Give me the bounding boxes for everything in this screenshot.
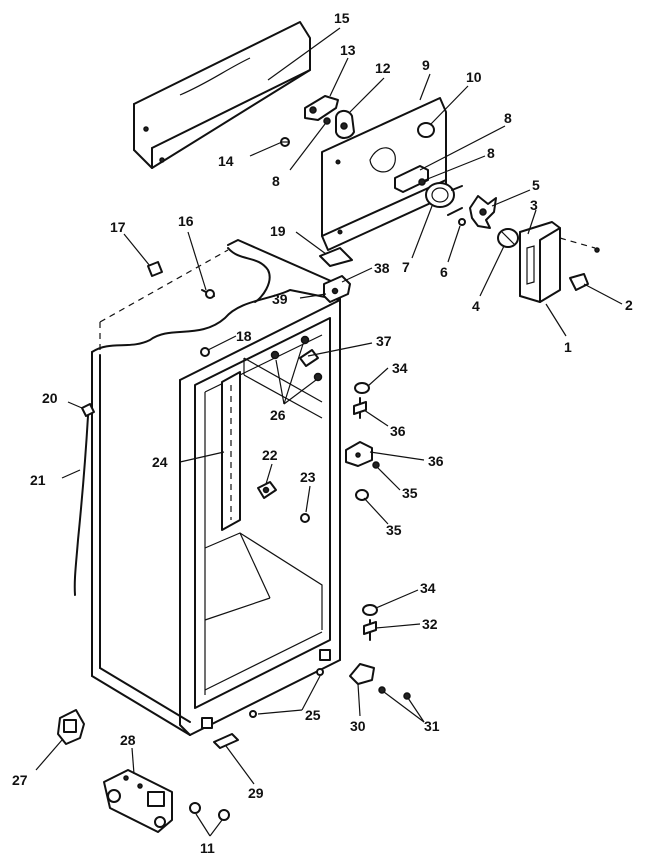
callout-15: 14 — [218, 153, 234, 169]
latch-23 — [257, 481, 277, 499]
callout-6: 6 — [440, 264, 448, 280]
callout-16: 15 — [334, 10, 350, 26]
pin-38 — [353, 397, 367, 419]
bottom-hinge-bracket-29 — [103, 769, 173, 833]
callout-22: 21 — [30, 472, 46, 488]
plug-18 — [147, 261, 163, 277]
screw-32a — [378, 686, 386, 694]
callout-8-upper: 8 — [272, 173, 280, 189]
screw-26b — [316, 668, 324, 676]
callout-38: 36 — [390, 423, 406, 439]
light-bracket — [304, 95, 339, 121]
screw-24 — [300, 513, 310, 523]
bushing-12b — [218, 809, 230, 821]
drain-tube — [73, 403, 95, 596]
callout-20: 19 — [270, 223, 286, 239]
screw-17 — [201, 289, 215, 299]
bottom-hinge-31 — [349, 663, 375, 685]
screw-15 — [280, 137, 290, 147]
plug-19 — [200, 347, 210, 357]
cap-34-lower — [362, 604, 378, 616]
callout-36: 36 — [428, 453, 444, 469]
callout-33: 32 — [422, 616, 438, 632]
bushing-12a — [189, 802, 201, 814]
callout-28: 27 — [12, 772, 28, 788]
callout-37: 35 — [402, 485, 418, 501]
callout-35: 35 — [386, 522, 402, 538]
callout-labels: 15 13 12 9 10 8 14 8 8 5 3 19 16 17 38 7… — [12, 10, 633, 856]
callout-26: 25 — [305, 707, 321, 723]
roller-28 — [57, 709, 85, 745]
light-switch — [569, 273, 589, 291]
callout-4: 4 — [472, 298, 480, 314]
fan-shaft — [447, 207, 466, 226]
screw-26a — [249, 710, 257, 718]
callout-19: 18 — [236, 328, 252, 344]
top-hinge-40 — [323, 275, 351, 303]
fan-bracket — [394, 165, 429, 193]
leader-lines — [35, 27, 623, 837]
cap-34-upper — [354, 382, 370, 394]
screw-8-lower — [418, 178, 426, 186]
callout-40: 38 — [374, 260, 390, 276]
callout-23: 22 — [262, 447, 278, 463]
pin-33 — [363, 619, 377, 641]
light-socket — [335, 110, 355, 139]
top-cover-panel — [133, 21, 311, 169]
screw-37 — [372, 461, 380, 469]
shelf-support-27a — [270, 350, 280, 360]
callout-27: 26 — [270, 407, 286, 423]
callout-29: 28 — [120, 732, 136, 748]
callout-32: 31 — [424, 718, 440, 734]
callout-17: 16 — [178, 213, 194, 229]
fan-motor — [425, 182, 463, 208]
callout-13: 12 — [375, 60, 391, 76]
shelf-support-27c — [313, 372, 323, 382]
callout-21: 20 — [42, 390, 58, 406]
refrigerator-cabinet — [91, 239, 341, 736]
screw-2 — [594, 247, 600, 253]
screw-8-upper — [323, 117, 331, 125]
callout-7: 7 — [402, 259, 410, 275]
shelf-bracket-39 — [299, 349, 319, 367]
callout-9: 8 — [504, 110, 512, 126]
hinge-bracket-36 — [345, 441, 373, 467]
hinge-pin-30 — [213, 733, 239, 749]
callout-14: 13 — [340, 42, 356, 58]
callout-10: 9 — [422, 57, 430, 73]
control-housing — [519, 221, 596, 303]
callout-3: 3 — [530, 197, 538, 213]
fan-blade — [469, 195, 497, 229]
callout-2: 2 — [625, 297, 633, 313]
callout-11: 10 — [466, 69, 482, 85]
breaker-strip — [221, 371, 241, 531]
thermostat-knob — [497, 228, 519, 248]
callout-8-lower: 8 — [487, 145, 495, 161]
callout-5: 5 — [532, 177, 540, 193]
callout-1: 1 — [564, 339, 572, 355]
callout-12: 11 — [200, 840, 215, 856]
callout-31: 30 — [350, 718, 366, 734]
callout-34-upper: 34 — [392, 360, 408, 376]
hinge-cover-20 — [319, 247, 353, 267]
shelf-support-27b — [300, 335, 310, 345]
callout-30: 29 — [248, 785, 264, 801]
callout-18: 17 — [110, 219, 126, 235]
callout-34-lower: 34 — [420, 580, 436, 596]
callout-25: 24 — [152, 454, 168, 470]
screw-32b — [403, 692, 411, 700]
callout-41: 39 — [272, 291, 288, 307]
callout-39: 37 — [376, 333, 392, 349]
washer-35 — [355, 489, 369, 501]
callout-24: 23 — [300, 469, 316, 485]
